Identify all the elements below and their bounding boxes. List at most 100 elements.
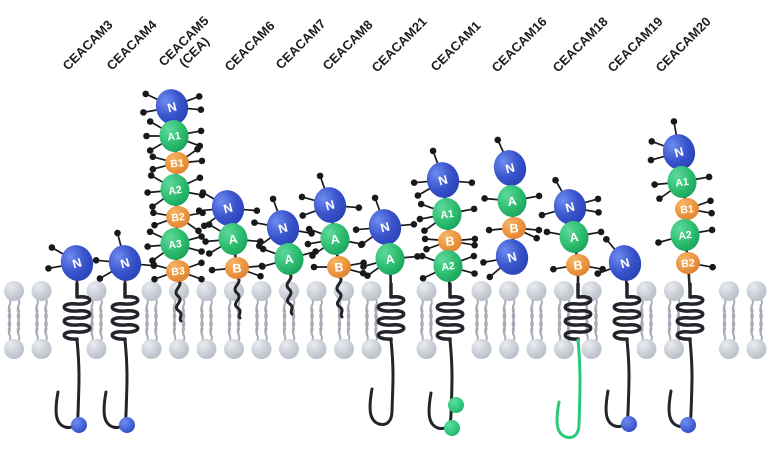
lipid-head [251,339,272,359]
domain-shape [266,210,300,246]
lipid-tail [557,304,562,342]
glycan-dot [480,259,487,266]
glycan-dot [151,221,158,229]
domain-label: N [277,221,289,237]
lipid-tail [374,304,378,342]
cytoplasmic-tail [102,338,129,429]
lipid-tail [172,304,177,342]
lipid-tail [502,304,507,342]
glycan-dot [140,109,147,116]
domain-label: A2 [441,260,456,274]
glycan-dot [656,195,663,202]
domain-n: N [155,89,189,125]
domain-a: A [218,223,248,255]
domain-n: N [493,150,527,186]
protein-name-line: CEACAM16 [489,14,550,75]
glycan-dot [471,270,478,277]
domain-label: N [673,145,685,161]
lipid-head [224,339,244,359]
lipid-tail [585,304,589,342]
tail-motif-dot-blue [680,417,696,433]
lipid-tail [475,304,479,342]
lipid-tail [209,304,213,342]
glycan-dot [481,195,488,202]
domain-a: A [320,223,350,255]
domain-label: B [445,234,455,249]
lipid-head [4,281,24,301]
domain-shape [675,197,699,221]
domain-shape [166,205,190,229]
glycan-dot [48,244,56,251]
domain-label: A3 [168,238,183,252]
transmembrane-coil [612,282,642,342]
domain-label: B [573,258,583,273]
domain-a: A [274,243,304,275]
glycan-dot [416,215,424,223]
gpi-anchor [285,271,294,316]
domain-shape [608,245,642,281]
glycan-dot [594,195,602,203]
domain-label: B2 [171,211,186,224]
lipid-tail [530,304,534,342]
glycan-dot [150,261,158,269]
domain-b1: B1 [165,151,189,175]
glycan-dot [269,195,277,203]
domain-shape [155,89,189,125]
domain-shape [165,151,189,175]
lipid-head [746,339,767,359]
glycan-dot [147,172,155,179]
domain-shape [502,216,526,240]
glycan-dot [198,259,205,267]
glycan-dot [195,93,203,100]
glycan-dot [298,193,306,201]
glycan-dot [149,165,157,173]
glycan-dot [45,265,52,272]
domain-label: B [334,260,344,275]
glycan-dot [597,228,605,236]
glycan-dot [195,227,202,235]
cytoplasmic-tail [368,338,395,426]
domain-n: N [60,245,94,281]
lipid-tail [429,304,433,342]
glycan-dot [299,212,307,219]
lipid-tail [484,304,488,342]
glycan-dot [198,233,205,240]
glycan-dot [352,226,360,234]
domain-n: N [313,187,347,223]
lipid-tail [255,304,259,342]
domain-label: A [569,230,580,245]
glycan-dot [92,256,100,264]
lipid-tail [337,304,342,342]
lipid-tail [722,304,727,342]
domain-n: N [495,239,529,275]
glycan-dot [648,138,656,145]
domain-shape [160,174,190,206]
lipid-tail [594,304,598,342]
glycan-dot [538,211,546,219]
transmembrane-coil [563,282,593,342]
lipid-tail [7,304,12,342]
glycan-dot [421,235,429,243]
domain-a3: A3 [160,228,190,260]
glycan-dot [305,225,313,233]
domain-shape [108,245,142,281]
cytoplasmic-tail [555,338,582,439]
domain-label: B2 [681,257,696,270]
glycan-dot [198,157,206,165]
glycan-dot [259,245,267,253]
protein-name-line: CEACAM18 [550,14,611,75]
domain-label: N [379,220,391,236]
lipid-tail [181,304,186,342]
lipid-tail [511,304,516,342]
tail-motif-dot-blue [71,417,87,433]
domain-label: B [232,261,242,276]
lipid-head [554,339,574,359]
domain-b1: B1 [675,197,699,221]
lipid-tail [649,304,653,342]
glycan-dot [670,118,678,125]
